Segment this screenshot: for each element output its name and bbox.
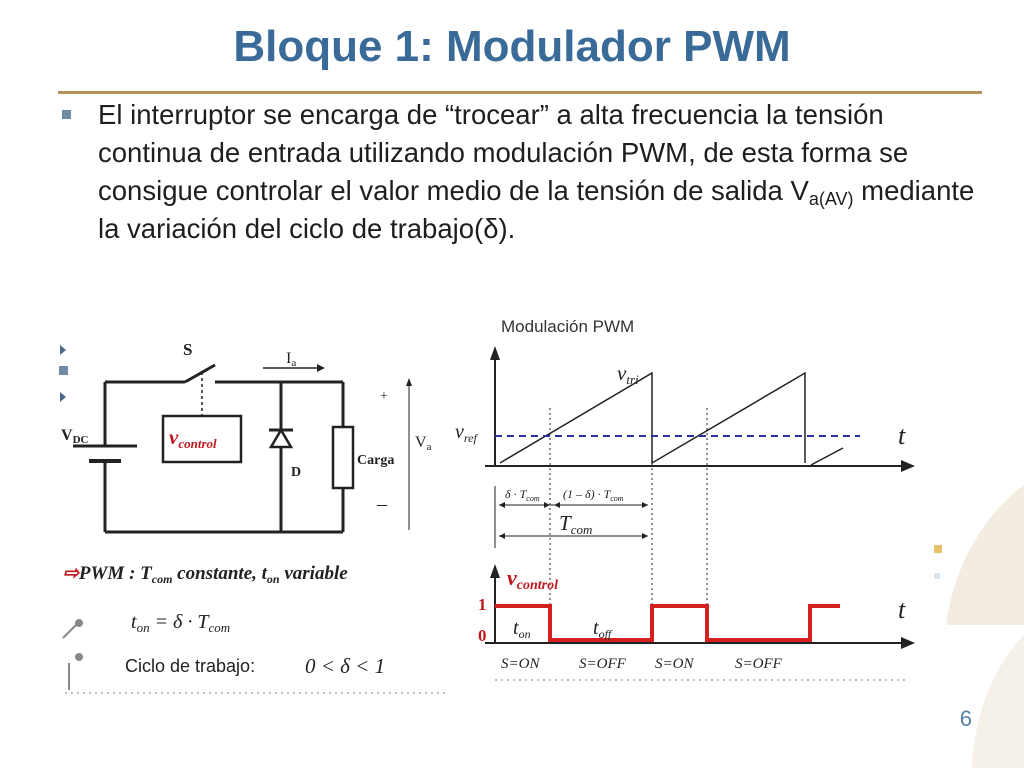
switch-label: S <box>183 340 192 359</box>
duty-cycle-label: Ciclo de trabajo: <box>125 656 255 676</box>
state-label-4: S=OFF <box>735 656 783 672</box>
circuit-diagram: S Ia VDC vcontrol D Carga + – Va ⇨PWM : … <box>59 340 445 694</box>
load-label: Carga <box>357 453 394 468</box>
source-label: VDC <box>61 427 89 446</box>
waveform-title: Modulación PWM <box>501 317 634 336</box>
vcontrol-label: vcontrol <box>507 565 558 593</box>
ton-formula: ton = δ · Tcom <box>131 611 230 635</box>
control-block <box>161 414 243 464</box>
state-label-3: S=ON <box>655 656 694 672</box>
level-one-label: 1 <box>478 595 487 614</box>
level-zero-label: 0 <box>478 626 487 645</box>
vref-label: vref <box>455 421 478 445</box>
dimension-arrow-icon <box>642 502 648 508</box>
bullet-text-part2: mediante la variación del ciclo de traba… <box>98 175 975 244</box>
tcom-label: Tcom <box>559 511 592 537</box>
pwm-waveform-diagram: Modulación PWM vtri vref t δ · Tcom (1 –… <box>455 317 915 681</box>
dimension-arrow-icon <box>642 533 648 539</box>
control-label: vcontrol <box>169 425 217 451</box>
minus-sign: – <box>376 493 388 515</box>
decorative-swoosh <box>934 485 1024 768</box>
bullet-square-icon <box>62 110 71 119</box>
pin-bullet-icon <box>68 653 83 690</box>
lower-t-label: t <box>898 595 906 624</box>
dimension-arrow-icon <box>544 502 550 508</box>
dimension-arrow-icon <box>554 502 560 508</box>
pwm-output-waveform <box>495 604 840 642</box>
y-axis-arrow-icon <box>490 564 500 578</box>
pin-bullet-icon <box>62 619 83 639</box>
duty-cycle-range: 0 < δ < 1 <box>305 654 385 678</box>
side-mark-icon <box>60 392 66 402</box>
bullet-subscript: a(AV) <box>808 189 854 209</box>
one-minus-delta-label: (1 – δ) · Tcom <box>563 487 624 503</box>
y-axis-arrow-icon <box>490 346 500 360</box>
dimension-arrow-icon <box>499 502 505 508</box>
bullet-text-part1: El interruptor se encarga de “trocear” a… <box>98 99 909 206</box>
current-arrow-icon <box>317 364 325 372</box>
vtri-label: vtri <box>617 361 639 387</box>
output-arrow-icon <box>406 378 412 386</box>
x-axis-arrow-icon <box>901 460 915 472</box>
plus-sign: + <box>380 389 388 404</box>
current-label: Ia <box>286 350 296 369</box>
page-number: 6 <box>959 706 972 731</box>
diode-label: D <box>291 465 301 480</box>
side-mark-icon <box>60 345 66 355</box>
load-resistor <box>331 425 355 490</box>
toff-label: toff <box>593 617 613 641</box>
slide-title: Bloque 1: Modulador PWM <box>233 22 791 71</box>
ton-label: ton <box>513 617 531 641</box>
state-label-2: S=OFF <box>579 656 627 672</box>
delta-tcom-label: δ · Tcom <box>505 487 540 503</box>
bullet-paragraph: El interruptor se encarga de “trocear” a… <box>98 96 978 248</box>
side-mark-icon <box>59 366 68 375</box>
x-axis-arrow-icon <box>901 637 915 649</box>
pwm-note: ⇨PWM : Tcom constante, ton variable <box>63 563 348 586</box>
output-voltage-label: Va <box>415 434 432 453</box>
diode-icon <box>268 427 294 449</box>
state-label-1: S=ON <box>501 656 540 672</box>
dimension-arrow-icon <box>499 533 505 539</box>
upper-t-label: t <box>898 421 906 450</box>
title-divider <box>58 91 982 94</box>
